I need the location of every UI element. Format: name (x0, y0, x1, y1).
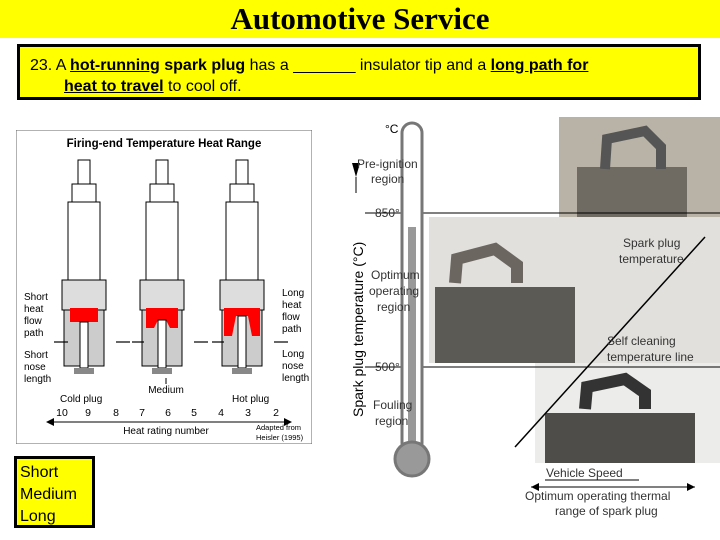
label-length-right: length (282, 373, 309, 384)
credit-line-1: Adapted from (256, 423, 301, 432)
scale-6: 6 (165, 407, 171, 419)
scale-5: 5 (191, 407, 197, 419)
scale-3: 3 (245, 407, 251, 419)
answer-choices: Short Medium Long (14, 456, 95, 528)
temp-500-label: 500° (375, 360, 400, 374)
spark-plug-temp-label: Spark plug (623, 236, 680, 250)
question-text: 23. A (30, 57, 71, 74)
clean-plug-photo (535, 363, 720, 463)
thermometer-icon (393, 121, 431, 478)
pre-ignition-region: region (371, 172, 404, 186)
question-text-3: to cool off. (163, 78, 242, 95)
temperature-diagram: °C Spark plug temperature (°C) Pre-ignit… (345, 117, 720, 520)
scale-2: 2 (273, 407, 279, 419)
hot-plug-label: Hot plug (232, 394, 269, 405)
question-text-2: has a _______ insulator tip and a (245, 57, 491, 74)
fouled-plug-photo (559, 117, 720, 217)
question-hot-running: hot-running (70, 57, 160, 74)
heat-scale: 10 9 8 7 6 5 4 3 2 (56, 407, 279, 419)
question-box: 23. A hot-running spark plug has a _____… (17, 44, 701, 100)
scale-8: 8 (113, 407, 119, 419)
temp-850-label: 850° (375, 206, 400, 220)
scale-9: 9 (85, 407, 91, 419)
question-spark-plug: spark plug (164, 57, 246, 74)
label-flow: flow (24, 316, 43, 327)
temperature-line-label: temperature line (607, 350, 694, 364)
label-nose: nose (24, 362, 46, 373)
answer-short: Short (20, 464, 59, 481)
cold-hot-zone (70, 308, 98, 322)
title-bar: Automotive Service (0, 0, 720, 38)
heat-scale-arrow (46, 418, 292, 426)
optimum-range-label: Optimum operating thermal (525, 489, 670, 503)
scale-4: 4 (218, 407, 224, 419)
scale-7: 7 (139, 407, 145, 419)
thermal-range-label: range of spark plug (555, 504, 658, 518)
answer-medium: Medium (20, 486, 77, 503)
label-heat: heat (24, 304, 44, 315)
heat-range-diagram: Firing-end Temperature Heat Range (16, 130, 312, 444)
vertical-axis-label: Spark plug temperature (°C) (350, 242, 366, 417)
operating-label: operating (369, 284, 419, 298)
label-path: path (24, 328, 43, 339)
temperature-label: temperature (619, 252, 684, 266)
right-labels: Long heat flow path Long nose length (282, 288, 309, 384)
question-heat-travel: heat to travel (64, 78, 164, 95)
label-path-right: path (282, 324, 301, 335)
hot-spark-plug-icon (219, 159, 265, 374)
heat-range-title: Firing-end Temperature Heat Range (67, 138, 262, 150)
scale-10: 10 (56, 407, 68, 419)
medium-spark-plug-icon (139, 159, 185, 374)
page-title: Automotive Service (230, 1, 490, 36)
cold-spark-plug-icon (61, 159, 107, 374)
label-long-nose: Long (282, 349, 304, 360)
label-long: Long (282, 288, 304, 299)
self-cleaning-line (514, 236, 706, 448)
question-long-path: long path for (490, 57, 589, 74)
credit-line-2: Heisler (1995) (256, 433, 304, 442)
fouling-region-label: region (375, 414, 408, 428)
label-short-nose: Short (24, 350, 48, 361)
label-short: Short (24, 292, 48, 303)
label-nose-right: nose (282, 361, 304, 372)
label-flow-right: flow (282, 312, 301, 323)
answer-long: Long (20, 508, 56, 525)
left-labels: Short heat flow path Short nose length (24, 292, 51, 385)
hot-hot-zone (224, 308, 260, 336)
vehicle-speed-label: Vehicle Speed (546, 466, 623, 480)
optimum-plug-photo (429, 217, 720, 363)
label-length: length (24, 374, 51, 385)
self-cleaning-label: Self cleaning (607, 334, 676, 348)
optimum-label: Optimum (371, 268, 420, 282)
thermometer-labels: Pre-ignition region 850° Optimum operati… (357, 157, 420, 428)
medium-label: Medium (148, 385, 184, 396)
label-heat-right: heat (282, 300, 302, 311)
cold-plug-label: Cold plug (60, 394, 102, 405)
medium-hot-zone (146, 308, 178, 328)
heat-axis-label: Heat rating number (123, 426, 209, 437)
fouling-label: Fouling (373, 398, 412, 412)
photo-labels: Spark plug temperature Self cleaning tem… (525, 236, 694, 518)
axis-up-arrow (352, 163, 360, 177)
pre-ignition-label: Pre-ignition (357, 157, 418, 171)
unit-label: °C (385, 122, 399, 136)
optimum-region-label: region (377, 300, 410, 314)
